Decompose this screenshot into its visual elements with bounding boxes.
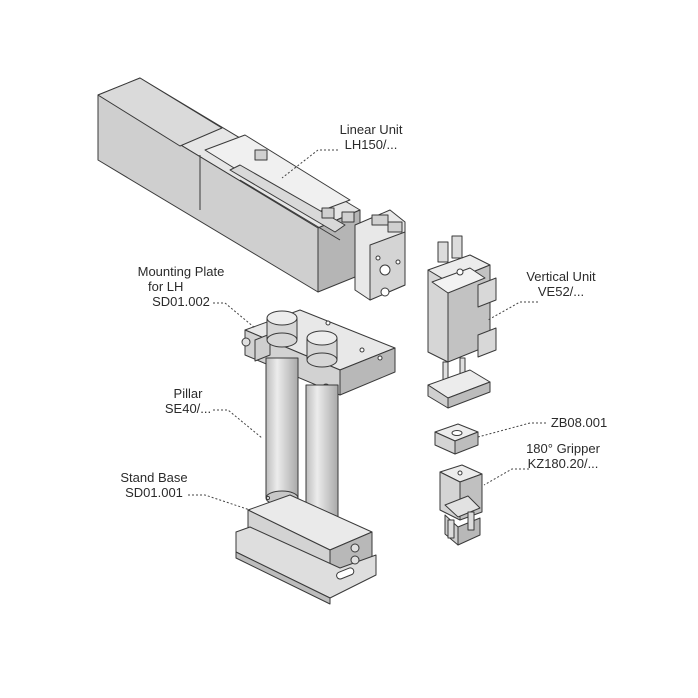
stand-base-title: Stand Base [120,470,188,485]
adapter-code: ZB08.001 [550,415,608,430]
leader-lines [188,149,546,511]
pillar-code: SE40/... [164,401,212,416]
linear-unit-title: Linear Unit [339,122,403,137]
linear-unit-part [97,77,406,301]
vertical-unit-part [427,235,497,409]
vertical-unit-code: VE52/... [537,284,585,299]
leader-stand-base [188,494,251,511]
leader-gripper [483,468,529,486]
gripper-part [439,464,483,546]
adapter-part [434,423,479,455]
linear-unit-code: LH150/... [344,137,398,152]
leader-linear-unit [281,149,338,179]
pillar-label: Pillar SE40/... [158,386,218,416]
linear-unit-label: Linear Unit LH150/... [330,122,412,152]
vertical-unit-label: Vertical Unit VE52/... [517,269,605,299]
gripper-code: KZ180.20/... [527,456,599,471]
stand-base-label: Stand Base SD01.001 [112,470,196,500]
leader-adapter [477,422,546,438]
stand-base-part [235,494,377,605]
mounting-plate-label: Mounting Plate for LH SD01.002 [128,264,234,309]
stand-base-code: SD01.001 [125,485,183,500]
pillar-title: Pillar [173,386,203,401]
mounting-plate-code: SD01.002 [152,294,210,309]
leader-pillar [213,409,263,439]
gripper-title: 180° Gripper [526,441,600,456]
gripper-label: 180° Gripper KZ180.20/... [516,441,610,471]
adapter-label: ZB08.001 [546,415,612,430]
mounting-plate-title-line1: Mounting Plate [137,264,225,279]
vertical-unit-title: Vertical Unit [526,269,596,284]
leader-vertical-unit [487,301,538,321]
mounting-plate-title-line2: for LH [148,279,184,294]
leader-mounting-plate [213,302,256,329]
